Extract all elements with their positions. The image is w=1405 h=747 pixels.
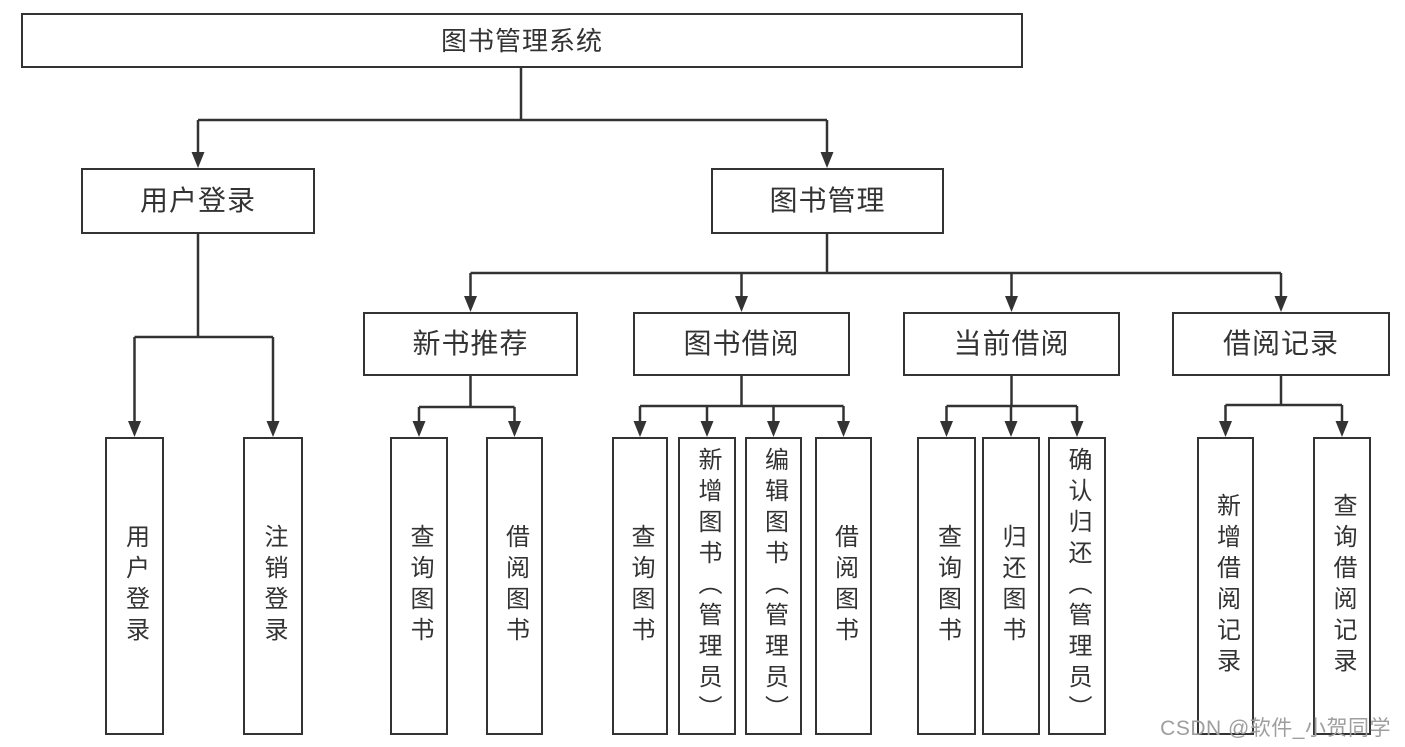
node-label: 用户登录 — [139, 185, 256, 216]
leaf-label: 新增借阅记录 — [1212, 493, 1240, 679]
node-label: 新书推荐 — [412, 328, 529, 359]
leaf-label: 新增图书（管理员） — [694, 446, 721, 726]
leaf-query-books-current: 查询图书 — [917, 437, 976, 735]
node-label: 图书借阅 — [683, 328, 800, 359]
leaf-label: 确认归还（管理员） — [1064, 446, 1091, 726]
leaf-label: 查询图书 — [933, 524, 961, 648]
node-label: 当前借阅 — [953, 328, 1070, 359]
leaf-user-login: 用户登录 — [105, 437, 164, 735]
csdn-watermark: CSDN @软件_小贺同学 — [1160, 717, 1391, 740]
leaf-label: 查询图书 — [406, 524, 433, 648]
node-label: 图书管理系统 — [440, 25, 603, 56]
leaf-add-borrow-record: 新增借阅记录 — [1197, 437, 1254, 735]
leaf-query-borrow-record: 查询借阅记录 — [1313, 437, 1371, 735]
node-borrowing-records: 借阅记录 — [1172, 312, 1390, 376]
leaf-logout: 注销登录 — [243, 437, 303, 735]
leaf-label: 用户登录 — [121, 524, 149, 648]
leaf-confirm-return-admin: 确认归还（管理员） — [1048, 437, 1106, 735]
node-label: 图书管理 — [769, 185, 886, 216]
node-current-borrowing: 当前借阅 — [903, 312, 1120, 376]
leaf-label: 查询图书 — [627, 524, 654, 648]
leaf-query-books-borrow: 查询图书 — [612, 437, 668, 735]
leaf-return-books: 归还图书 — [982, 437, 1040, 735]
leaf-label: 查询借阅记录 — [1329, 493, 1356, 679]
leaf-borrow-books: 借阅图书 — [815, 437, 872, 735]
node-label: 借阅记录 — [1222, 328, 1339, 359]
node-user-login: 用户登录 — [81, 168, 315, 234]
leaf-add-books-admin: 新增图书（管理员） — [678, 437, 736, 735]
leaf-label: 归还图书 — [998, 524, 1025, 648]
leaf-edit-books-admin: 编辑图书（管理员） — [745, 437, 802, 735]
leaf-borrow-books-recommend: 借阅图书 — [486, 437, 543, 735]
node-book-borrowing: 图书借阅 — [633, 312, 850, 376]
leaf-query-books-recommend: 查询图书 — [390, 437, 448, 735]
leaf-label: 注销登录 — [260, 524, 287, 648]
leaf-label: 借阅图书 — [830, 524, 858, 648]
node-new-book-recommendation: 新书推荐 — [363, 312, 578, 376]
node-book-management-system: 图书管理系统 — [21, 13, 1023, 68]
leaf-label: 编辑图书（管理员） — [760, 446, 788, 726]
leaf-label: 借阅图书 — [501, 524, 529, 648]
node-book-management: 图书管理 — [711, 168, 944, 234]
